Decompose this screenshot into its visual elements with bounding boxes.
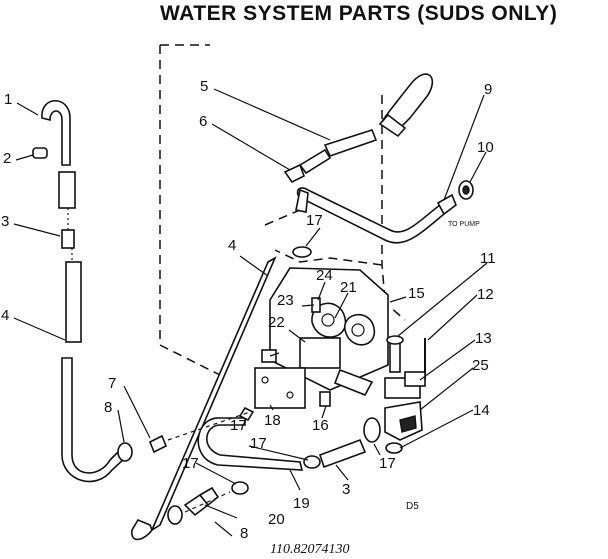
- callout-21: 21: [340, 279, 357, 296]
- callout-4-left: 4: [1, 307, 9, 324]
- mixing-valve-body: [254, 267, 389, 409]
- callout-8-lower: 8: [240, 525, 248, 542]
- callout-6: 6: [199, 113, 207, 130]
- callout-11: 11: [480, 250, 496, 267]
- part-18-bracket: [254, 367, 306, 409]
- callout-5: 5: [200, 78, 208, 95]
- figure-code: D5: [406, 501, 419, 512]
- callout-7: 7: [108, 375, 116, 392]
- callout-24: 24: [316, 267, 333, 284]
- right-side-parts: [363, 335, 426, 454]
- callout-19: 19: [293, 495, 310, 512]
- part-8-clamp: [117, 442, 133, 462]
- callout-3-lower: 3: [342, 481, 350, 498]
- part-4-hose: [65, 261, 82, 343]
- part-17-clamp-lower: [303, 455, 321, 469]
- part-22-solenoid: [299, 337, 341, 369]
- leader-lines: [13, 88, 488, 537]
- part-17-clamp-right: [363, 417, 381, 443]
- callout-16: 16: [312, 417, 329, 434]
- callout-13: 13: [475, 330, 492, 347]
- callout-17-top: 17: [306, 212, 323, 229]
- handwritten-model-note: 110.82074130: [270, 542, 349, 557]
- callout-10: 10: [477, 139, 494, 156]
- callout-18: 18: [264, 412, 281, 429]
- part-16-screw: [319, 391, 331, 407]
- callout-25: 25: [472, 357, 489, 374]
- callout-12: 12: [477, 286, 494, 303]
- part-3-coupling: [61, 229, 75, 249]
- inlet-pipes-5-6: [283, 129, 378, 184]
- left-hose-assembly: [32, 100, 127, 483]
- to-pump-label: TO PUMP: [448, 221, 480, 228]
- callout-17-right: 17: [379, 455, 396, 472]
- part-2-cap: [32, 147, 48, 159]
- part-17-clamp-bottom: [385, 442, 403, 454]
- part-17-clamp-left: [231, 481, 249, 495]
- callout-1: 1: [4, 91, 12, 108]
- callout-17-left: 17: [182, 455, 199, 472]
- callout-8-upper: 8: [104, 399, 112, 416]
- part-17-clamp-top: [292, 246, 312, 258]
- callout-20: 20: [268, 511, 285, 528]
- top-hose-part-9: [378, 73, 434, 138]
- hose-to-pump: [295, 180, 474, 244]
- callout-23: 23: [277, 292, 294, 309]
- callout-22: 22: [268, 314, 285, 331]
- diagram-title: WATER SYSTEM PARTS (SUDS ONLY): [160, 2, 558, 25]
- callout-4-center: 4: [228, 237, 236, 254]
- callout-3: 3: [1, 213, 9, 230]
- long-tube-center: [131, 256, 277, 541]
- callout-9: 9: [484, 81, 492, 98]
- callout-17-mid: 17: [250, 435, 267, 452]
- bottom-fittings: [117, 411, 251, 525]
- part-8-clamp-lower: [167, 505, 183, 525]
- part-22-terminal: [261, 349, 277, 363]
- callout-2: 2: [3, 150, 11, 167]
- part-number-callouts: 1 2 3 4 4 5 6 7 8 8 9 10 11 12 13 14 15 …: [1, 78, 496, 542]
- callout-15: 15: [408, 285, 425, 302]
- callout-17-small: 17: [230, 417, 247, 434]
- lower-hoses: [197, 406, 367, 495]
- part-7-fitting: [148, 434, 168, 454]
- callout-14: 14: [473, 402, 490, 419]
- part-3-tube: [58, 171, 76, 209]
